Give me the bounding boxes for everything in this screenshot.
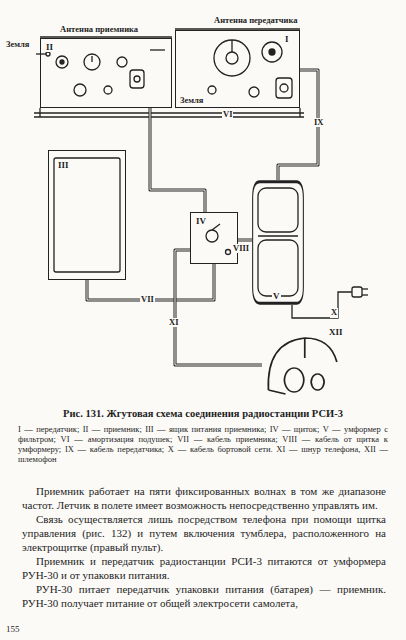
- page-number: 155: [6, 624, 20, 634]
- cable-core: [175, 250, 262, 365]
- ground-label: Земля: [6, 40, 29, 50]
- unit-number: IV: [195, 217, 207, 226]
- headset-outline: [262, 328, 348, 398]
- antenna-label: Антенна приемника: [60, 25, 138, 35]
- cable-number: XI: [168, 318, 179, 327]
- unit-number: I: [284, 35, 290, 44]
- control-panel: IV: [190, 212, 238, 264]
- outline: [268, 338, 337, 394]
- paragraph: Приемник работает на пяти фиксированных …: [22, 484, 386, 512]
- cable: [150, 108, 205, 212]
- umformer-outline: [252, 180, 304, 305]
- cable-number: VIII: [232, 244, 250, 253]
- umformer-unit: V: [252, 180, 304, 305]
- receiver-unit: II: [40, 38, 172, 108]
- unit-number: V: [272, 292, 281, 301]
- cable-core: [238, 240, 252, 241]
- cable-number: IX: [313, 118, 324, 127]
- ground-label: Земля: [180, 96, 203, 106]
- unit-number: II: [45, 43, 54, 52]
- paragraph: Приемник и передатчик радиостанции РСИ-3…: [22, 554, 386, 582]
- cable: [238, 239, 252, 242]
- paragraph: Связь осуществляется лишь посредством те…: [22, 512, 386, 554]
- cable-core: [150, 108, 205, 212]
- paragraph: РУН-30 питает передатчик упаковки питани…: [22, 582, 386, 610]
- callout-number: VI: [222, 110, 233, 120]
- callout-number: X: [330, 308, 338, 318]
- headset: XII: [262, 328, 348, 398]
- antenna-label: Антенна передатчика: [214, 16, 297, 26]
- cable-number: VII: [140, 295, 155, 304]
- outline: [253, 182, 304, 303]
- cable-core: [278, 70, 318, 180]
- unit-number: XII: [328, 328, 344, 337]
- cable: [175, 250, 262, 365]
- cable: [278, 70, 318, 180]
- figure-key: I — передатчик; II — приемник; III — ящи…: [18, 424, 388, 464]
- unit-number: III: [57, 161, 70, 170]
- body-text: Приемник работает на пяти фиксированных …: [22, 484, 386, 610]
- power-box: III: [48, 150, 126, 280]
- figure-caption: Рис. 131. Жгутовая схема соединения ради…: [18, 408, 388, 420]
